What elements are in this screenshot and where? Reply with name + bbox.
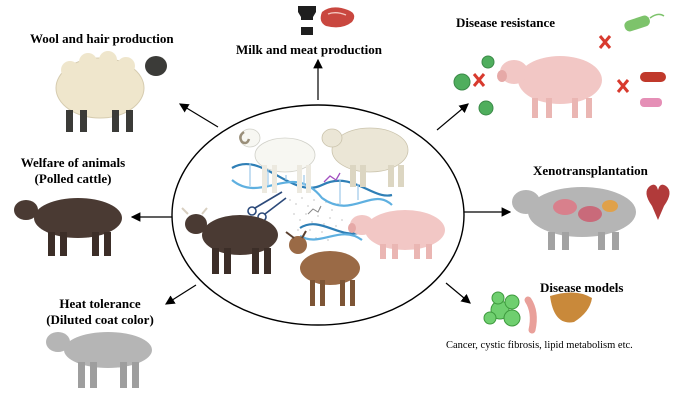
molecule-mark	[307, 205, 322, 215]
label-welfare-line2: (Polled cattle)	[34, 171, 112, 186]
pig-icon	[348, 210, 445, 259]
milk-bottle-icon	[298, 6, 316, 35]
polled-cattle-icon	[14, 198, 122, 256]
label-disease-models: Disease models	[540, 280, 624, 295]
cattle-icon	[181, 207, 278, 274]
label-xenotransplantation: Xenotransplantation	[533, 163, 648, 178]
label-milk-meat-production: Milk and meat production	[236, 42, 383, 57]
wool-sheep-icon	[55, 51, 167, 132]
label-disease-resistance: Disease resistance	[456, 15, 556, 30]
xeno-pig-icon	[512, 187, 636, 250]
resistant-pig-icon	[497, 56, 602, 118]
label-welfare-of-animals: Welfare of animals (Polled cattle)	[2, 155, 144, 187]
label-wool-hair-production: Wool and hair production	[30, 31, 174, 46]
ram-icon	[239, 128, 316, 193]
guide-rna-mark	[323, 172, 341, 183]
label-disease-models-examples: Cancer, cystic fibrosis, lipid metabolis…	[446, 340, 633, 351]
tumor-cell-icon	[483, 291, 521, 327]
label-heat-tolerance: Heat tolerance (Diluted coat color)	[16, 296, 184, 328]
grey-cattle-icon	[46, 332, 152, 388]
liver-icon	[550, 292, 592, 323]
virus-icon	[453, 55, 495, 116]
arrows	[130, 58, 512, 305]
bacteria-icon	[624, 13, 666, 107]
meat-steak-icon	[320, 7, 355, 28]
intestine-icon	[524, 296, 537, 334]
heart-icon	[646, 184, 670, 220]
goat-icon	[285, 230, 360, 306]
label-heat-line1: Heat tolerance	[59, 296, 141, 311]
sheep-icon	[321, 127, 409, 187]
blocked-x-icon	[472, 35, 630, 93]
label-heat-line2: (Diluted coat color)	[46, 312, 154, 327]
label-welfare-line1: Welfare of animals	[20, 155, 126, 170]
